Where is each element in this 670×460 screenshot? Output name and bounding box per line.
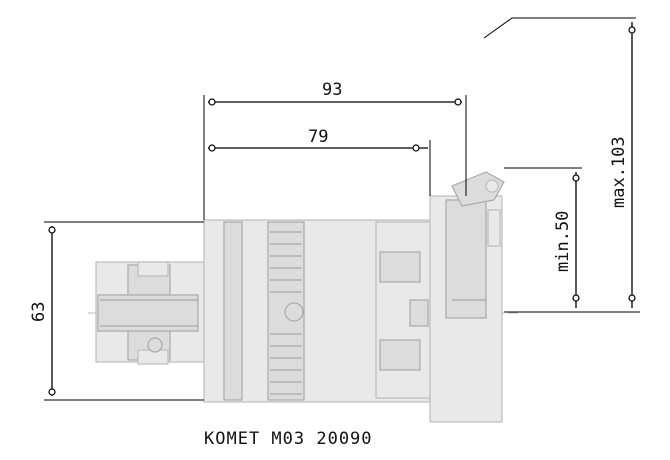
tool-body xyxy=(203,219,431,403)
tool-head xyxy=(429,171,505,423)
dimension-max103 xyxy=(483,17,640,313)
dimension-63-label: 63 xyxy=(29,302,49,322)
drawing-caption: KOMET M03 20090 xyxy=(204,429,373,449)
dimension-63 xyxy=(44,221,204,401)
tool-shank xyxy=(95,261,205,365)
dimension-93 xyxy=(203,95,467,220)
dimension-79-label: 79 xyxy=(308,127,328,147)
dimension-min50-label: min.50 xyxy=(553,211,573,272)
dimension-93-label: 93 xyxy=(322,80,342,100)
dimension-79 xyxy=(208,140,431,196)
dimension-max103-label: max.103 xyxy=(609,136,629,208)
